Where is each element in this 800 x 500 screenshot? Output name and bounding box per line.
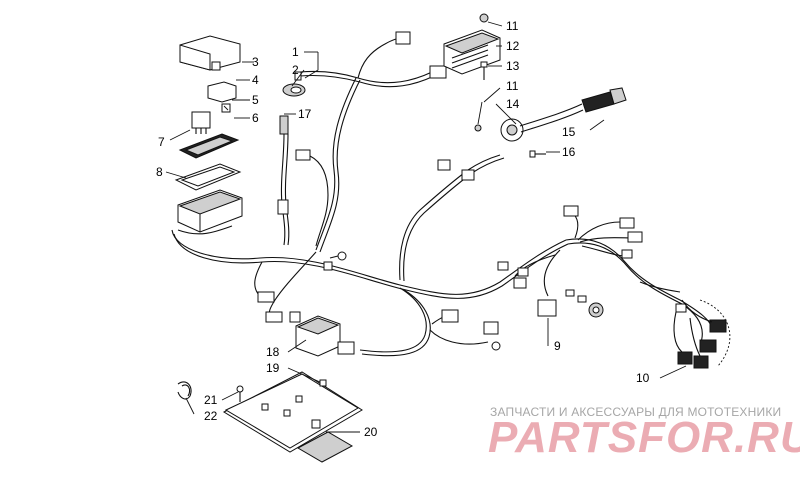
bolt-11-top [479,13,489,23]
connector-cluster-9 [497,205,643,318]
leader-lines [165,21,687,433]
fuse-board [178,133,240,159]
fuse-block [177,189,243,233]
connector-center-b [483,321,499,335]
callout-11-mid: 11 [506,79,519,93]
headlight-connectors [673,299,731,369]
callout-8: 8 [156,165,163,179]
throttle-grip [581,87,627,113]
connector-left-b [265,311,283,323]
callout-5: 5 [252,93,259,107]
relay-7 [191,111,211,134]
callout-12: 12 [506,39,520,53]
clip-small [221,103,231,113]
callout-18: 18 [266,345,280,359]
callout-3: 3 [252,55,259,69]
connector-left-c [289,311,301,323]
cdi-module [295,315,355,357]
connector-regulator [429,65,447,79]
bolt-21 [236,385,244,402]
connector-switch [437,159,451,171]
relay-small [207,81,237,103]
callout-22: 22 [204,409,218,423]
clip-22 [177,381,192,400]
callout-6: 6 [252,111,259,125]
watermark-logo: PARTSFOR.RU [488,413,800,462]
connector-center-a [441,309,459,323]
mounting-plate [222,371,363,453]
callout-2: 2 [292,63,299,77]
gasket [174,163,242,191]
connector-switch-b [461,169,475,181]
callout-21: 21 [204,393,218,407]
callout-15: 15 [562,125,576,139]
callout-16: 16 [562,145,576,159]
grommet [282,71,306,97]
ring-terminal-b [491,341,501,351]
connector-top [395,31,411,45]
watermark-tagline: ЗАПЧАСТИ И АКСЕССУАРЫ ДЛЯ МОТОТЕХНИКИ [490,405,781,419]
callout-19: 19 [266,361,280,375]
connector-small [323,261,333,271]
callout-7: 7 [158,135,165,149]
screw-13 [480,61,488,80]
callout-17: 17 [298,107,312,121]
fuse-box-cover [179,35,241,71]
callout-10: 10 [636,371,650,385]
callout-14: 14 [506,97,520,111]
ignition-switch [500,103,584,142]
sensor-17 [277,115,311,246]
ring-terminal [329,251,347,261]
washer-11 [474,124,482,132]
callout-9: 9 [554,339,561,353]
callout-11-top: 11 [506,19,519,33]
voltage-regulator [443,29,501,75]
screw-16 [529,150,546,158]
callout-20: 20 [364,425,378,439]
callout-1: 1 [292,45,299,59]
connector-left-a [257,291,275,303]
callout-13: 13 [506,59,520,73]
callout-4: 4 [252,73,259,87]
pad-20 [296,431,354,463]
